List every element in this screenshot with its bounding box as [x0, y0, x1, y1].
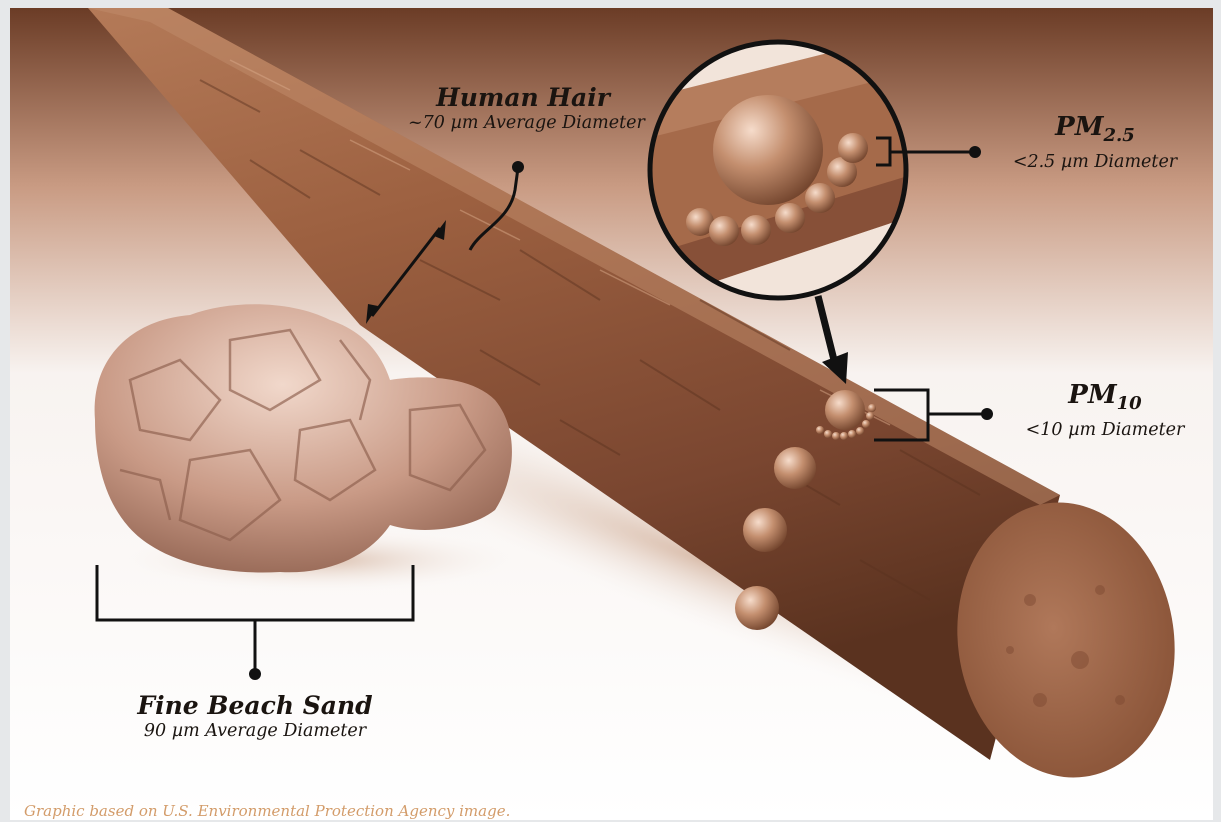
- image-credit: Graphic based on U.S. Environmental Prot…: [24, 802, 510, 820]
- pm10-label: PM10 <10 µm Diameter: [1000, 380, 1210, 441]
- pm10-leader-dot: [981, 408, 993, 420]
- pm10-subtitle: <10 µm Diameter: [1000, 419, 1210, 441]
- hair-leader-dot: [512, 161, 524, 173]
- pm10-title: PM10: [1000, 380, 1210, 419]
- human-hair-title: Human Hair: [408, 84, 638, 112]
- sand-leader-dot: [249, 668, 261, 680]
- sand-title: Fine Beach Sand: [110, 692, 400, 720]
- pm25-label: PM2.5 <2.5 µm Diameter: [990, 112, 1200, 173]
- pm25-title: PM2.5: [990, 112, 1200, 151]
- human-hair-label: Human Hair ~70 µm Average Diameter: [408, 84, 638, 134]
- sand-label: Fine Beach Sand 90 µm Average Diameter: [110, 692, 400, 742]
- pm25-subtitle: <2.5 µm Diameter: [990, 151, 1200, 173]
- human-hair-subtitle: ~70 µm Average Diameter: [408, 112, 638, 134]
- pm25-leader-dot: [969, 146, 981, 158]
- sand-subtitle: 90 µm Average Diameter: [110, 720, 400, 742]
